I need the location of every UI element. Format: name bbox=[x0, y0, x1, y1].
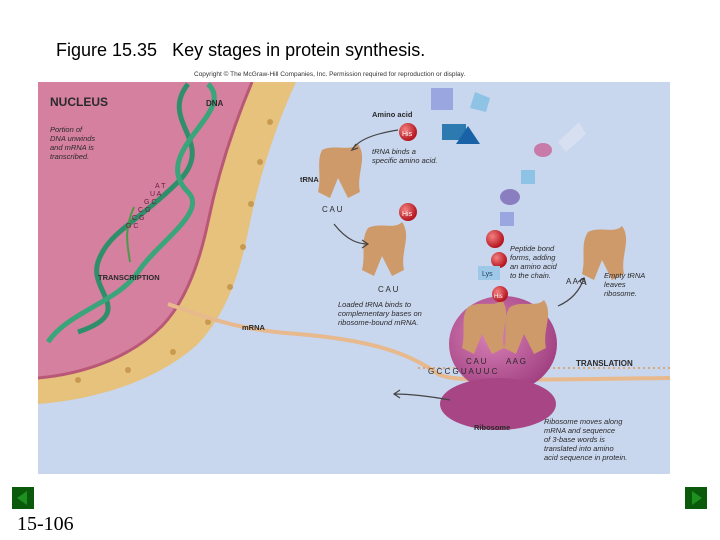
svg-text:ribosome.: ribosome. bbox=[604, 289, 637, 298]
nucleus-interior bbox=[38, 82, 252, 378]
lys-label: Lys bbox=[482, 271, 493, 278]
page-number: 15-106 bbox=[17, 513, 74, 535]
svg-text:ribosome-bound mRNA.: ribosome-bound mRNA. bbox=[338, 318, 418, 327]
amino-acid-triangle bbox=[456, 126, 480, 144]
trna-in-ribosome-2 bbox=[504, 300, 549, 354]
trna-binds-note: tRNA binds a specific amino acid. bbox=[372, 147, 437, 165]
his-label-2: His bbox=[402, 211, 413, 218]
left-arrow-icon bbox=[12, 487, 34, 509]
svg-text:G C: G C bbox=[126, 223, 138, 230]
svg-text:DNA unwinds: DNA unwinds bbox=[50, 134, 95, 143]
loaded-trna-note: Loaded tRNA binds to complementary bases… bbox=[338, 300, 422, 327]
svg-text:forms, adding: forms, adding bbox=[510, 253, 556, 262]
trna-label: tRNA bbox=[300, 175, 319, 184]
svg-text:to the chain.: to the chain. bbox=[510, 271, 551, 280]
codon-cau-ribosome: C A U bbox=[466, 357, 487, 366]
right-arrow-icon bbox=[685, 487, 707, 509]
svg-text:U A: U A bbox=[150, 191, 162, 198]
empty-trna-note: Empty tRNA leaves ribosome. bbox=[604, 271, 645, 298]
mrna-bases-label: G C C G U A U U C bbox=[428, 367, 498, 376]
codon-cau-1: C A U bbox=[322, 205, 343, 214]
copyright-notice: Copyright © The McGraw-Hill Companies, I… bbox=[194, 71, 466, 78]
svg-text:of 3-base words is: of 3-base words is bbox=[544, 435, 605, 444]
svg-text:acid sequence in protein.: acid sequence in protein. bbox=[544, 453, 627, 462]
amino-acid-label: Amino acid bbox=[372, 110, 413, 119]
svg-text:transcribed.: transcribed. bbox=[50, 152, 89, 161]
svg-text:specific amino acid.: specific amino acid. bbox=[372, 156, 437, 165]
loaded-amino-acid bbox=[399, 203, 417, 221]
transcribed-note: Portion of DNA unwinds and mRNA is trans… bbox=[50, 125, 95, 161]
trna-in-ribosome-1 bbox=[462, 300, 507, 354]
svg-text:complementary bases on: complementary bases on bbox=[338, 309, 422, 318]
svg-text:and mRNA is: and mRNA is bbox=[50, 143, 94, 152]
dna-letters: A T U A G C C G C G G C bbox=[126, 183, 166, 230]
svg-text:leaves: leaves bbox=[604, 280, 626, 289]
svg-text:G C: G C bbox=[144, 199, 156, 206]
svg-text:Portion of: Portion of bbox=[50, 125, 83, 134]
transcription-label: TRANSCRIPTION bbox=[98, 273, 160, 282]
his-label-1: His bbox=[402, 131, 413, 138]
protein-synthesis-figure: A T U A G C C G C G G C His His His Lys bbox=[38, 82, 670, 474]
svg-text:Loaded tRNA binds to: Loaded tRNA binds to bbox=[338, 300, 411, 309]
codon-aag-empty: A A G bbox=[566, 277, 586, 286]
next-slide-button[interactable] bbox=[685, 487, 707, 509]
svg-text:an amino acid: an amino acid bbox=[510, 262, 558, 271]
svg-text:Ribosome moves along: Ribosome moves along bbox=[544, 417, 623, 426]
previous-slide-button[interactable] bbox=[12, 487, 34, 509]
svg-text:tRNA binds a: tRNA binds a bbox=[372, 147, 416, 156]
trna-loaded bbox=[362, 222, 407, 276]
mrna-label: mRNA bbox=[242, 323, 266, 332]
ribosome-label: Ribosome bbox=[474, 423, 510, 432]
his-label-3: His bbox=[494, 294, 503, 300]
svg-text:Peptide bond: Peptide bond bbox=[510, 244, 555, 253]
arrows bbox=[333, 129, 587, 401]
trna-empty bbox=[582, 226, 627, 280]
nuclear-pores bbox=[75, 119, 273, 383]
svg-text:C G: C G bbox=[132, 215, 144, 222]
peptide-note: Peptide bond forms, adding an amino acid… bbox=[510, 244, 558, 280]
dna-label: DNA bbox=[206, 99, 224, 108]
nucleus-label: NUCLEUS bbox=[50, 95, 108, 109]
amino-acid-his bbox=[399, 123, 417, 141]
slide-title: Figure 15.35 Key stages in protein synth… bbox=[56, 40, 426, 60]
codon-cau-2: C A U bbox=[378, 285, 399, 294]
svg-text:A T: A T bbox=[155, 183, 166, 190]
svg-text:translated into amino: translated into amino bbox=[544, 444, 614, 453]
amino-acid-lys bbox=[478, 266, 500, 280]
polypeptide-chain bbox=[431, 88, 586, 268]
nuclear-membrane-line bbox=[38, 82, 254, 380]
dna-helix bbox=[45, 82, 217, 344]
svg-text:Empty tRNA: Empty tRNA bbox=[604, 271, 645, 280]
ribosome-note: Ribosome moves along mRNA and sequence o… bbox=[544, 417, 627, 462]
amino-acid-ribosome bbox=[492, 286, 508, 302]
svg-text:mRNA and sequence: mRNA and sequence bbox=[544, 426, 615, 435]
svg-text:C G: C G bbox=[138, 207, 150, 214]
codon-aag-ribosome: A A G bbox=[506, 357, 526, 366]
translation-label: TRANSLATION bbox=[576, 359, 633, 368]
trna-free bbox=[318, 144, 363, 198]
